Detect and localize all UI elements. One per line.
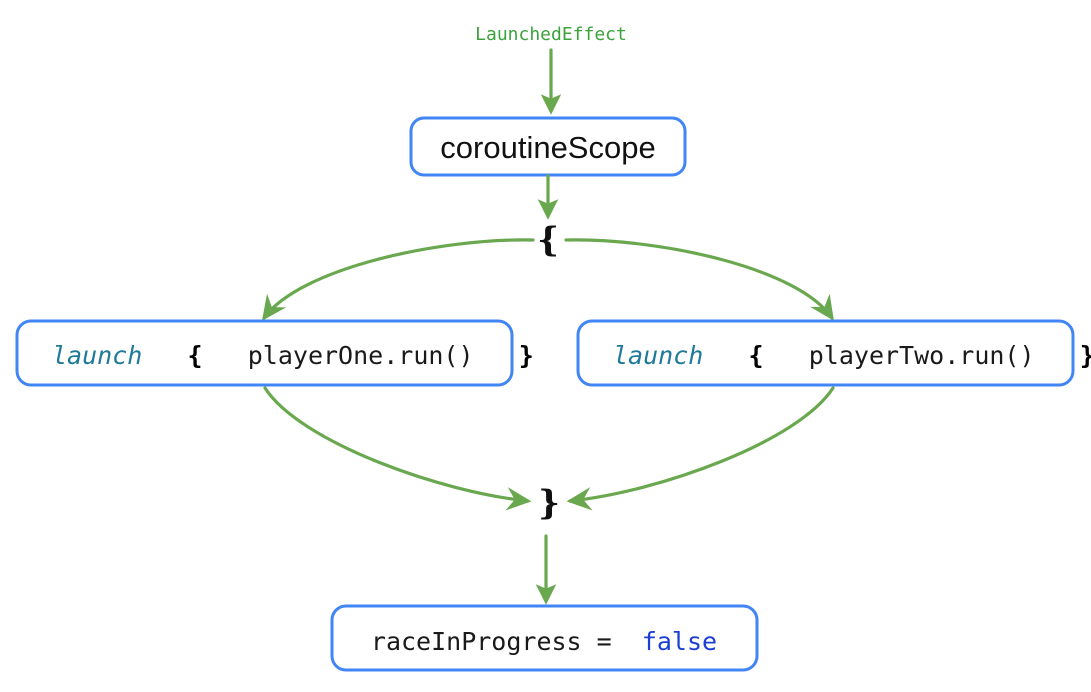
launch-one-body: playerOne.run() (248, 341, 474, 370)
node-launch-player-two[interactable]: launch { playerTwo.run() } (576, 319, 1091, 387)
edge-launch-one-to-close-brace (263, 386, 532, 511)
launch-one-box[interactable] (15, 319, 514, 387)
launch-two-brace-open: { (749, 341, 764, 370)
node-race-in-progress[interactable]: raceInProgress = false (330, 604, 759, 672)
coroutine-scope-label: coroutineScope (440, 130, 655, 165)
result-assignment: raceInProgress = (371, 627, 627, 656)
launch-one-brace-open: { (188, 341, 203, 370)
result-value: false (642, 627, 717, 656)
result-box[interactable] (330, 604, 759, 672)
launch-one-keyword: launch (52, 341, 142, 370)
launch-one-text: launch { playerOne.run() } (52, 341, 534, 370)
launch-one-brace-close: } (519, 341, 534, 370)
launch-two-text: launch { playerTwo.run() } (613, 341, 1091, 370)
result-text: raceInProgress = false (371, 627, 717, 656)
launch-two-body: playerTwo.run() (809, 341, 1035, 370)
launch-two-box[interactable] (576, 319, 1075, 387)
node-coroutine-scope[interactable]: coroutineScope (409, 116, 687, 177)
edge-open-brace-to-launch-one (262, 238, 535, 321)
edge-launch-two-to-close-brace (566, 386, 835, 511)
node-launch-player-one[interactable]: launch { playerOne.run() } (15, 319, 534, 387)
launch-two-brace-close: } (1080, 341, 1091, 370)
close-brace-junction: } (538, 483, 560, 523)
open-brace-junction: { (537, 220, 559, 260)
launch-two-keyword: launch (613, 341, 703, 370)
edge-open-brace-to-launch-two (564, 238, 834, 321)
launched-effect-caption: LaunchedEffect (475, 24, 627, 45)
